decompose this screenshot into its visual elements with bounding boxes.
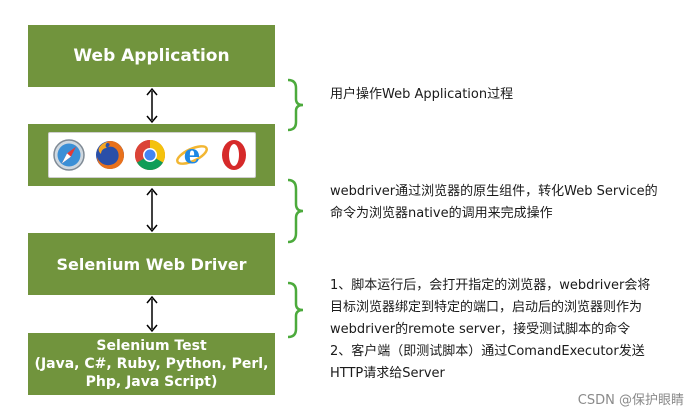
selenium-test-languages-line1: (Java, C#, Ruby, Python, Perl, xyxy=(34,356,269,372)
browser-icons-strip: e xyxy=(47,132,256,178)
selenium-web-driver-box: Selenium Web Driver xyxy=(28,233,275,295)
brace-3 xyxy=(287,281,304,339)
web-application-label: Web Application xyxy=(73,46,230,66)
selenium-test-title: Selenium Test xyxy=(96,338,207,354)
watermark: CSDN @保护眼睛 xyxy=(577,393,684,408)
note3-line5: HTTP请求给Server xyxy=(330,366,445,381)
note3-line1: 1、脚本运行后，会打开指定的浏览器，webdriver会将 xyxy=(330,278,651,293)
selenium-test-box: Selenium Test (Java, C#, Ruby, Python, P… xyxy=(28,333,275,395)
arrow-driver-test xyxy=(146,295,158,333)
selenium-web-driver-label: Selenium Web Driver xyxy=(56,254,247,274)
web-application-box: Web Application xyxy=(28,25,275,87)
arrow-webapp-browsers xyxy=(146,87,158,124)
note2-line2: 命令为浏览器native的调用来完成操作 xyxy=(330,206,553,221)
selenium-test-languages-line2: Php, Java Script) xyxy=(85,374,218,390)
safari-icon xyxy=(53,139,85,171)
browsers-box: e xyxy=(28,124,275,186)
note3-line4: 2、客户端（即测试脚本）通过ComandExecutor发送 xyxy=(330,344,645,359)
note3-line2: 目标浏览器绑定到特定的端口，启动后的浏览器则作为 xyxy=(330,300,643,315)
arrow-browsers-driver xyxy=(146,187,158,233)
chrome-icon xyxy=(135,140,166,171)
brace-2 xyxy=(287,178,304,244)
note-user-operation: 用户操作Web Application过程 xyxy=(330,84,513,106)
note2-line1: webdriver通过浏览器的原生组件，转化Web Service的 xyxy=(330,184,658,199)
firefox-icon xyxy=(95,141,124,169)
brace-1 xyxy=(287,78,304,132)
svg-text:e: e xyxy=(184,140,201,170)
note-webdriver-native: webdriver通过浏览器的原生组件，转化Web Service的 命令为浏览… xyxy=(330,181,658,225)
ie-icon: e xyxy=(176,140,209,170)
note-script-flow: 1、脚本运行后，会打开指定的浏览器，webdriver会将 目标浏览器绑定到特定… xyxy=(330,275,650,385)
note3-line3: webdriver的remote server，接受测试脚本的命令 xyxy=(330,322,631,337)
opera-icon xyxy=(222,140,247,170)
note1-line1: 用户操作Web Application过程 xyxy=(330,87,514,102)
